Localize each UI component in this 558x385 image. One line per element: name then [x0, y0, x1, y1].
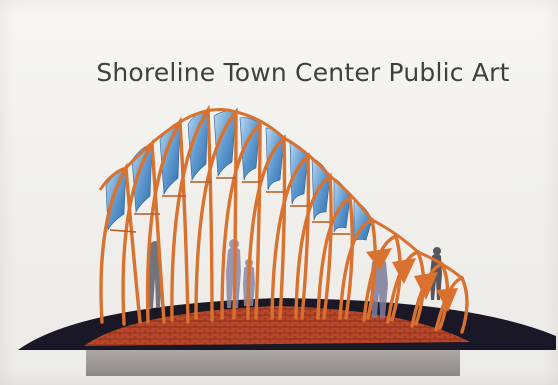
strut	[109, 229, 137, 233]
poster-title: Shoreline Town Center Public Art	[96, 58, 510, 87]
orange-fin	[392, 258, 416, 284]
strut-details	[109, 177, 350, 235]
arch-rib	[220, 120, 262, 320]
crown-beam-start	[98, 166, 127, 191]
glass-panel	[311, 157, 331, 221]
orange-fin	[414, 272, 438, 300]
orange-fin	[436, 288, 458, 312]
person-head	[433, 247, 441, 255]
glass-panels	[105, 109, 373, 243]
arch-rib	[316, 195, 354, 320]
crown-beam	[124, 108, 463, 280]
glass-panel	[239, 117, 261, 181]
glass-panel	[131, 143, 153, 214]
glass-panel	[213, 110, 237, 178]
orange-fins	[366, 248, 458, 312]
orange-fin	[366, 248, 392, 270]
